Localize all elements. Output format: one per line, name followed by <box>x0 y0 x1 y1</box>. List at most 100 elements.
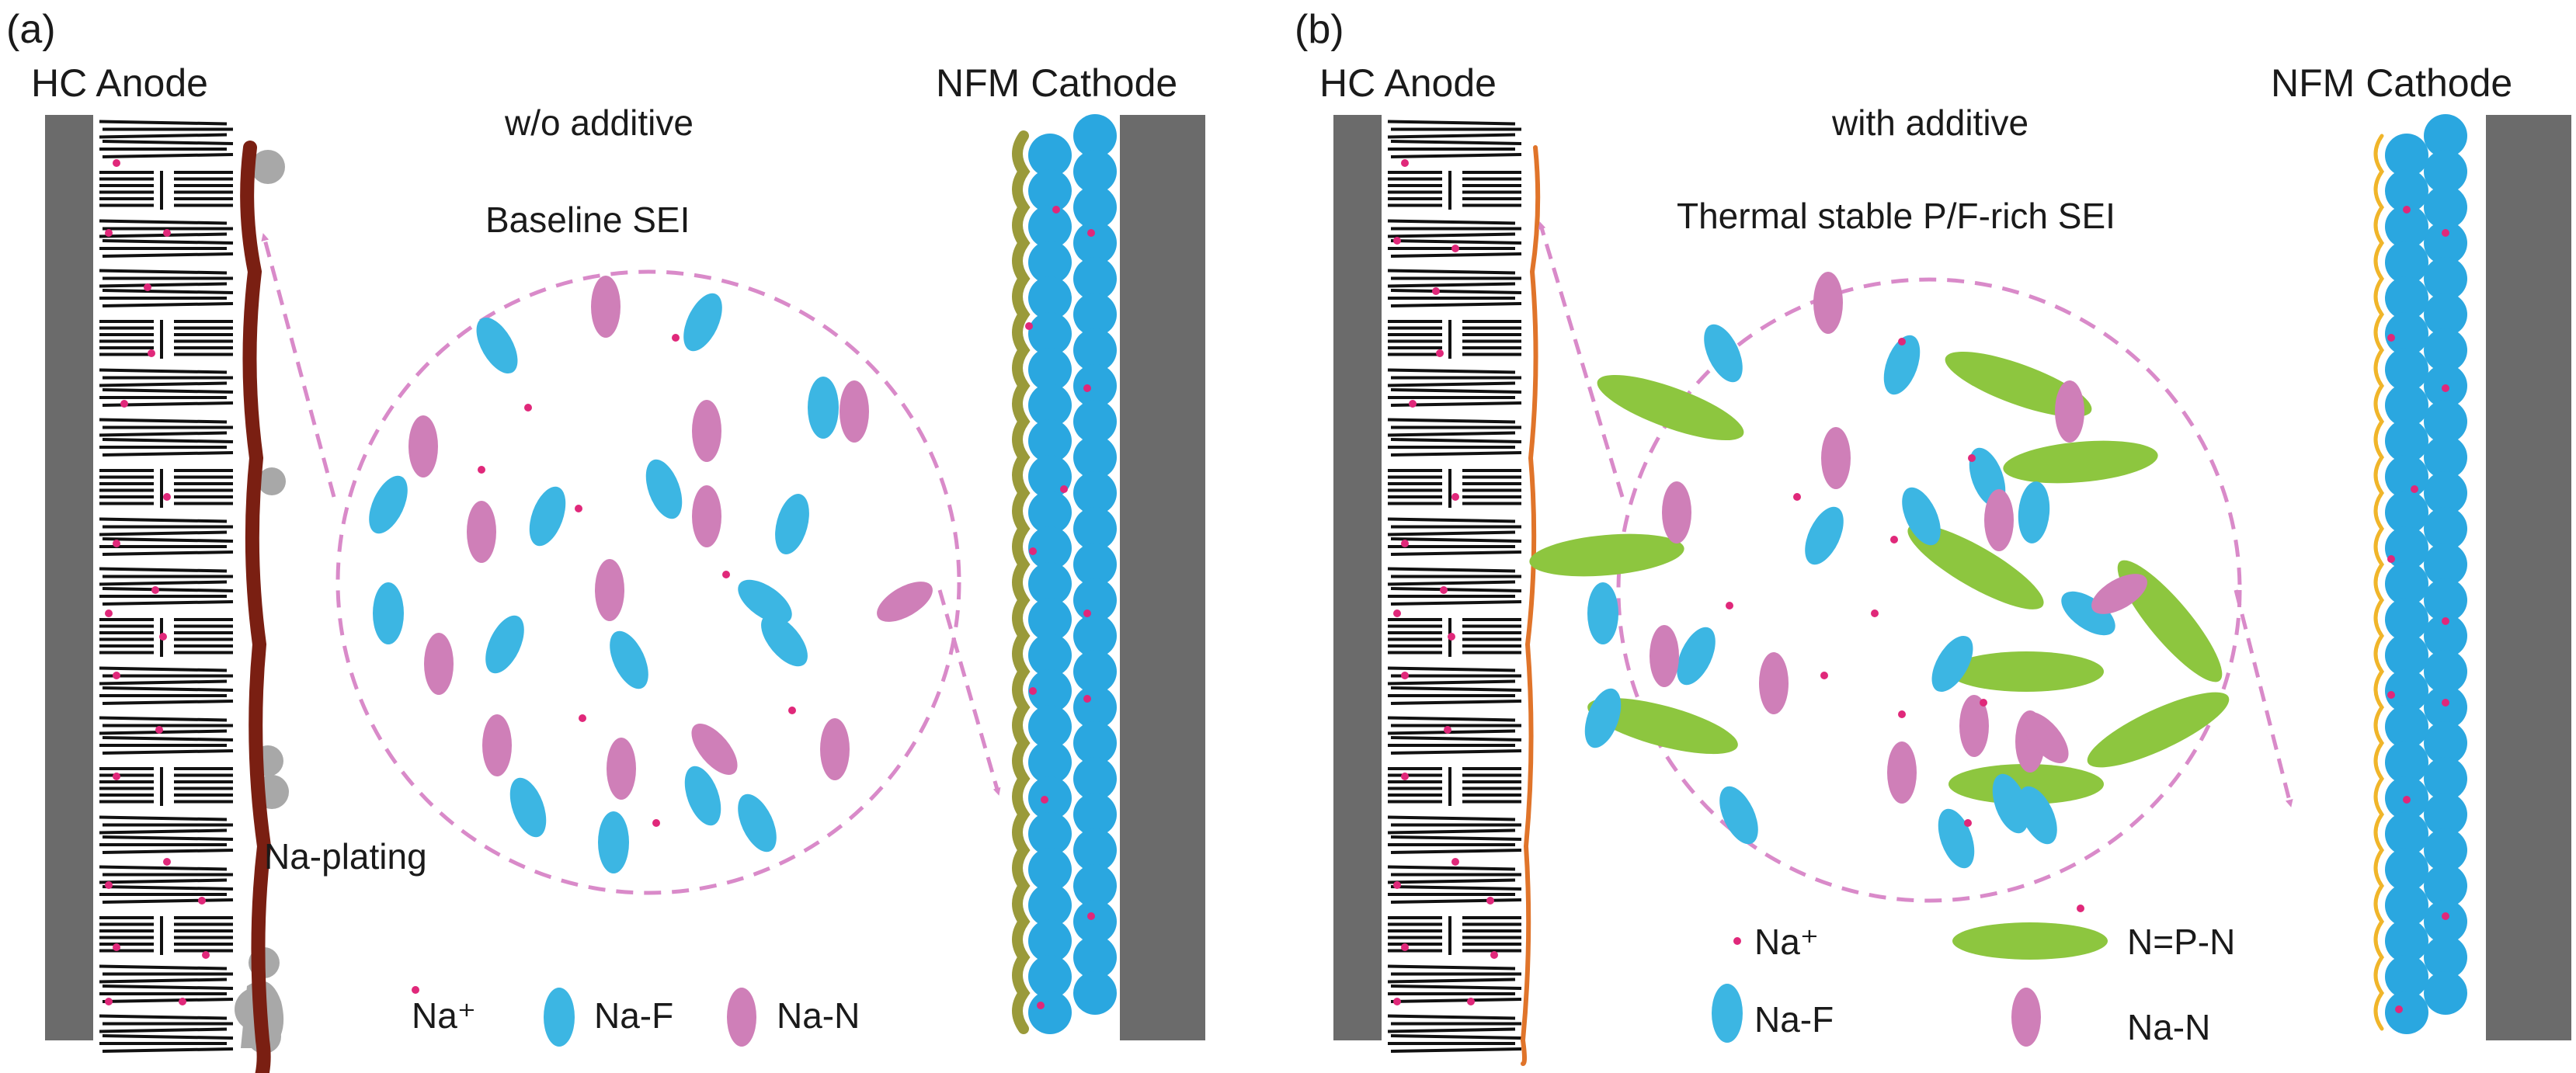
carbon-layer-line <box>1387 878 1516 884</box>
carbon-layer-line <box>1387 815 1516 821</box>
dashed-arrow-to-cathode <box>937 589 1001 796</box>
legend-na-ion-label: Na⁺ <box>412 995 477 1036</box>
legend-na-f-label: Na-F <box>594 995 674 1036</box>
cathode-particle <box>1073 436 1117 479</box>
sodium-ion-dot <box>1393 609 1401 617</box>
carbon-layer-line <box>1390 686 1522 692</box>
sodium-ion-dot <box>1401 672 1409 679</box>
cathode-particle <box>2424 543 2467 586</box>
carbon-layer-line <box>1387 828 1516 835</box>
carbon-layer-line <box>1390 885 1522 891</box>
sodium-ion-dot <box>722 571 730 578</box>
carbon-layer-line <box>1390 302 1522 307</box>
carbon-layer-line <box>102 998 234 1003</box>
cathode-current-collector <box>1120 115 1205 1040</box>
condition-label: with additive <box>1832 102 2029 143</box>
cathode-particle <box>1073 400 1117 443</box>
carbon-layer-line <box>99 815 228 821</box>
carbon-layer-line <box>99 964 228 971</box>
sodium-ion-dot <box>163 858 171 866</box>
sodium-ion-dot <box>113 159 120 167</box>
legend-npn-swatch <box>1952 922 2108 960</box>
sodium-ion-dot <box>1025 322 1033 330</box>
cathode-particle <box>1073 936 1117 979</box>
carbon-layer-line <box>102 700 234 705</box>
sodium-ion-dot <box>202 951 210 959</box>
sodium-ion-dot <box>1401 943 1409 951</box>
npn-molecule <box>1949 764 2104 804</box>
cathode-particle <box>2424 900 2467 943</box>
cathode-particle <box>1073 186 1117 229</box>
cathode-particle <box>1073 900 1117 943</box>
sodium-ion-dot <box>524 404 532 411</box>
carbon-layer-line <box>1387 666 1516 672</box>
npn-molecule <box>1597 374 1744 441</box>
carbon-layer-line <box>102 438 234 443</box>
carbon-layer-line <box>102 1034 234 1040</box>
na-n-particle <box>2022 712 2069 763</box>
na-plating-label: Na-plating <box>264 836 427 877</box>
na-f-particle <box>1883 335 1921 395</box>
na-f-particle <box>808 377 839 439</box>
carbon-layer-line <box>102 600 234 606</box>
carbon-layer-line <box>102 239 234 245</box>
condition-label: w/o additive <box>505 102 694 143</box>
cathode-particle <box>1028 884 1072 927</box>
na-n-particle <box>2091 574 2147 614</box>
carbon-layer-line <box>102 153 234 158</box>
sodium-ion-dot <box>1029 547 1037 555</box>
sodium-ion-dot <box>159 633 167 641</box>
carbon-layer-line <box>1387 517 1516 523</box>
carbon-layer-line <box>102 550 234 556</box>
sodium-ion-dot <box>672 334 680 342</box>
carbon-layer-line <box>1387 269 1516 275</box>
cathode-particle <box>1028 562 1072 606</box>
na-n-particle <box>482 714 512 776</box>
cathode-particle <box>2385 276 2428 320</box>
carbon-layer-line <box>1387 219 1516 225</box>
sodium-ion-dot <box>1401 159 1409 167</box>
carbon-layer-line <box>99 232 228 238</box>
carbon-layer-line <box>99 865 228 871</box>
panel-a-diagram <box>45 114 1205 1073</box>
cathode-particle <box>2424 293 2467 336</box>
cathode-particle <box>2424 793 2467 836</box>
carbon-layer-line <box>99 368 228 374</box>
legend-na-n-label: Na-N <box>2127 1007 2211 1047</box>
cathode-particle <box>2385 598 2428 641</box>
na-plating-deposit <box>258 467 286 495</box>
carbon-layer-line <box>1390 239 1522 245</box>
carbon-layer-line <box>102 140 234 145</box>
na-plating-deposit <box>251 150 285 184</box>
sodium-ion-dot <box>105 609 113 617</box>
carbon-layer-line <box>1387 381 1516 387</box>
na-f-particle <box>1902 487 1941 546</box>
carbon-layer-line <box>1387 133 1516 139</box>
carbon-layer-line <box>1390 998 1522 1003</box>
cathode-particle <box>1073 614 1117 658</box>
cathode-particle <box>2385 991 2428 1034</box>
na-n-particle <box>408 415 438 477</box>
na-f-particle <box>610 630 648 689</box>
carbon-layer-line <box>99 530 228 536</box>
sodium-ion-dot <box>2387 691 2395 699</box>
sodium-ion-dot <box>151 586 159 594</box>
cathode-label: NFM Cathode <box>936 61 1178 105</box>
npn-molecule <box>1587 697 1738 755</box>
cathode-particle <box>2424 614 2467 658</box>
carbon-layer-line <box>99 1027 228 1033</box>
carbon-layer-line <box>1390 984 1522 990</box>
dashed-arrow-to-anode <box>1538 221 1625 498</box>
na-f-particle <box>1938 808 1975 869</box>
sodium-ion-dot <box>1968 454 1976 462</box>
cathode-particle <box>1073 293 1117 336</box>
carbon-layer-line <box>102 885 234 891</box>
sodium-ion-dot <box>579 714 586 722</box>
na-n-particle <box>1984 489 2014 551</box>
carbon-layer-line <box>1390 587 1522 592</box>
cathode-particle <box>1073 828 1117 872</box>
npn-molecule <box>2003 440 2158 484</box>
carbon-layer-line <box>1390 438 1522 443</box>
carbon-layer-line <box>1387 431 1516 437</box>
carbon-layer-line <box>99 517 228 523</box>
